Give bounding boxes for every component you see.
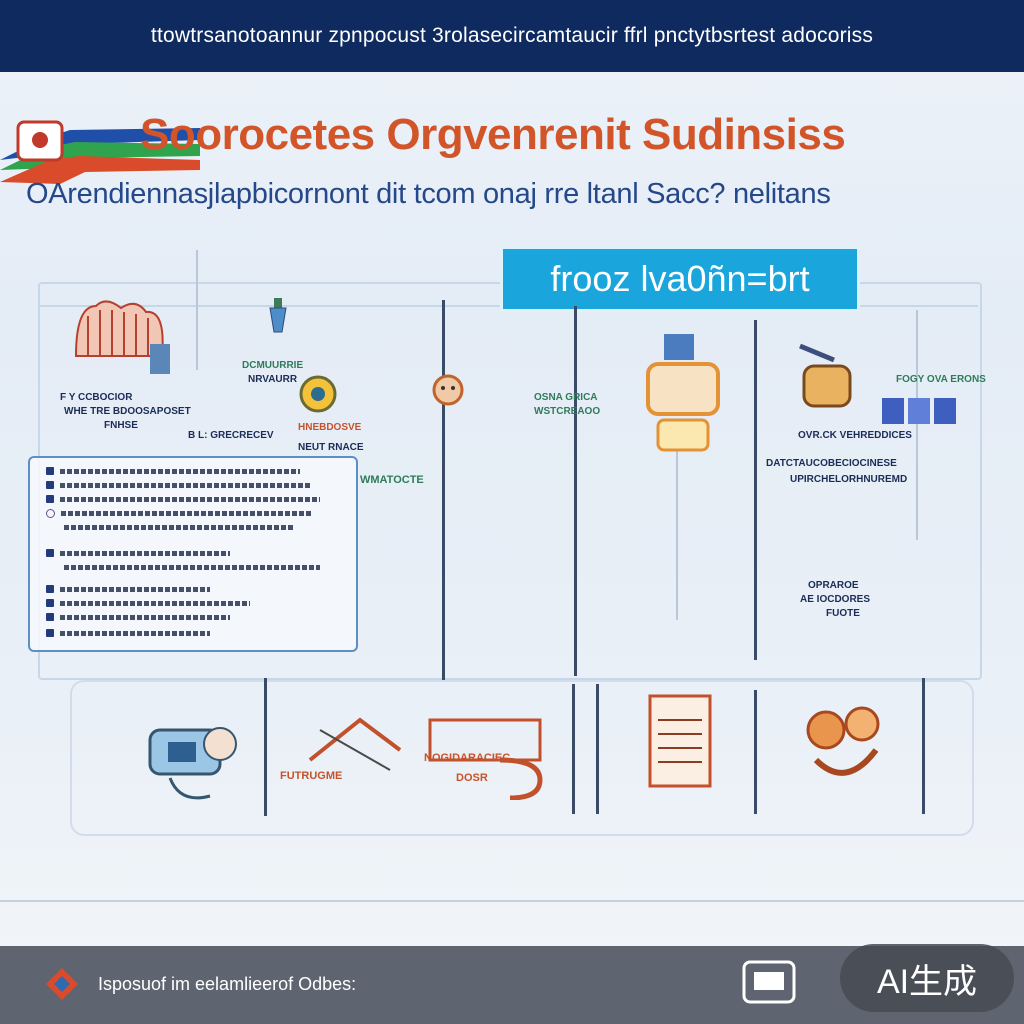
label-bottom-mid: NOGIDARACIEC [424,752,511,764]
connector-line [676,420,678,620]
bullet-icon [46,599,54,607]
flask-icon [269,298,287,333]
crane-icon [308,717,402,771]
robot-icon [148,727,237,800]
header-tagline: ttowtrsanotoannur zpnpocust 3rolasecirca… [150,24,874,47]
label-left-sub: FNHSE [104,420,138,431]
ai-generated-badge: AI生成 [840,944,1014,1012]
footer-text: Isposuof im eelamlieerof Odbes: [98,974,357,994]
document-icon [648,694,712,788]
connector-line [572,684,575,814]
bullet-icon [46,508,55,518]
label-right-top: FOGY OVA ERONS [896,374,986,385]
connector-line [442,300,445,680]
connector-line [596,684,599,814]
label-left-top: F Y CCBOCIOR [60,392,133,403]
label-mid-column-1: OSNA GRICA [534,392,598,403]
text-line [60,496,320,502]
label-center-1: DCMUURRIE [242,360,304,371]
hero-title: Soorocetes Orgvenrenit Sudinsiss [140,110,846,159]
face-icon [432,374,464,406]
hero-subtitle: OArendiennasjlapbicornont dit tcom onaj … [26,178,831,210]
connector-line [916,310,918,540]
label-right-list-2: UPIRCHELORHNUREMD [790,474,908,485]
text-line [61,510,311,516]
bullet-icon [46,495,54,503]
text-line [60,600,250,606]
footer-device-icon [742,960,796,1004]
label-left-mid: WHE TRE BDOOSAPOSET [64,406,191,417]
connector-line [574,306,577,676]
bullet-icon [46,629,54,637]
divider-line [0,900,1024,902]
building-icon [74,300,170,374]
label-mid-column-2: WSTCREAOO [534,406,601,417]
text-line [60,550,230,556]
text-line [64,564,320,570]
info-panel [28,456,358,652]
bullet-icon [46,585,54,593]
machine-icon [799,343,852,408]
connector-line [264,678,267,816]
bottom-frame [70,680,974,836]
badge-text: AI生成 [876,962,978,1001]
connector-line [196,250,198,370]
bullet-icon [46,549,54,557]
text-line [60,468,300,474]
label-center-3: B L: GRECRECEV [188,430,274,441]
connector-line [754,690,757,814]
bullet-icon [46,481,54,489]
cluster-icon [806,706,880,776]
device-icon [646,334,720,452]
text-line [64,524,294,530]
bullet-icon [46,613,54,621]
formula-text: frooz lva0ñn=brt [550,258,810,299]
factory-icon [428,718,543,800]
ribbon-logo-icon [0,120,200,184]
formula-box: frooz lva0ñn=brt [500,246,860,312]
footer-logo-icon [46,968,78,1000]
label-center-2: NRVAURR [248,374,298,385]
label-right-low-3: FUOTE [826,608,860,619]
coin-icon [299,375,337,413]
text-line [60,586,210,592]
header-bar: ttowtrsanotoannur zpnpocust 3rolasecirca… [0,0,1024,72]
label-right-list-1: DATCTAUCOBECIOCINESE [766,458,897,469]
battery-icon [882,398,956,424]
bullet-icon [46,467,54,475]
label-bottom-left: FUTRUGME [280,770,343,782]
label-center-4: HNEBDOSVE [298,422,362,433]
text-line [60,482,310,488]
label-right-low-1: OPRAROE [808,580,859,591]
connector-line [922,678,925,814]
label-center-5: NEUT RNACE [298,442,364,453]
label-tag-center: WMATOCTE [360,474,424,486]
text-line [60,614,230,620]
label-right-mid: OVR.CK VEHREDDICES [798,430,912,441]
connector-line [754,320,757,660]
label-right-low-2: AE IOCDORES [800,594,871,605]
label-bottom-mid-sub: DOSR [456,772,488,784]
text-line [60,630,210,636]
